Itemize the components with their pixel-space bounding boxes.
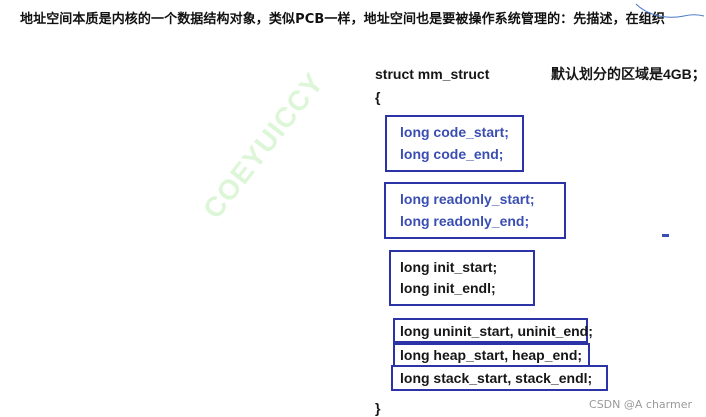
readonly-region-box — [384, 182, 566, 239]
field-uninit: long uninit_start, uninit_end; — [400, 323, 593, 339]
pen-stroke-mark — [635, 3, 705, 18]
init-region-box — [389, 250, 535, 306]
close-brace: } — [375, 400, 381, 416]
open-brace: { — [375, 89, 381, 105]
uninit-region-box — [393, 318, 588, 343]
dash-mark — [662, 234, 669, 237]
field-heap: long heap_start, heap_end; — [400, 347, 583, 363]
watermark: COEYUICCY — [197, 67, 330, 225]
field-init-endl: long init_endl; — [400, 280, 496, 296]
page-heading: 地址空间本质是内核的一个数据结构对象，类似PCB一样，地址空间也是要被操作系统管… — [20, 12, 665, 27]
code-region-box — [385, 115, 524, 172]
field-stack: long stack_start, stack_endl; — [400, 370, 593, 386]
stack-region-box — [391, 365, 608, 391]
region-note: 默认划分的区域是4GB； — [551, 66, 706, 82]
field-readonly-end: long readonly_end; — [400, 213, 530, 229]
field-code-end: long code_end; — [400, 146, 504, 162]
field-init-start: long init_start; — [400, 259, 498, 275]
field-readonly-start: long readonly_start; — [400, 191, 535, 207]
field-code-start: long code_start; — [400, 124, 509, 140]
struct-declaration: struct mm_struct — [375, 66, 490, 82]
csdn-credit: CSDN @A charmer — [589, 398, 692, 411]
